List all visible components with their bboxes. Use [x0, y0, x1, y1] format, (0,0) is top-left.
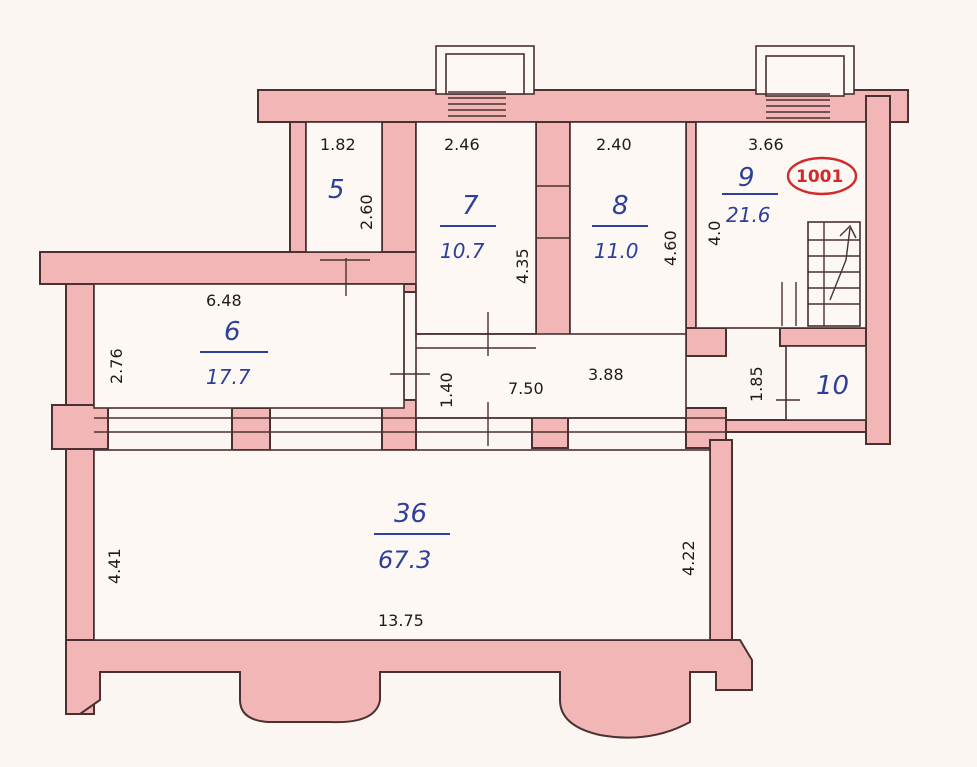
room-10-number: 10 [816, 371, 849, 401]
dim-corridor-width: 7.50 [508, 379, 544, 398]
room-labels: 5 7 10.7 8 11.0 9 21.6 10 6 17.7 36 67.3 [200, 163, 849, 574]
dim-r5-height: 2.60 [357, 194, 376, 230]
room-6 [93, 283, 405, 409]
dim-r36-right: 4.22 [679, 540, 698, 576]
dim-r8-bottom: 3.88 [588, 365, 624, 384]
dim-r10-height: 1.85 [747, 366, 766, 402]
dim-r5-width: 1.82 [320, 135, 356, 154]
corridor [415, 333, 687, 419]
dim-corridor-height: 1.40 [437, 372, 456, 408]
partitions [94, 185, 866, 446]
walls [39, 89, 909, 739]
dim-r7-width: 2.46 [444, 135, 480, 154]
room-6-area: 17.7 [206, 365, 251, 389]
room-10 [785, 345, 867, 421]
room-8-area: 11.0 [594, 239, 639, 263]
staircase [781, 221, 861, 327]
rooms [93, 121, 867, 641]
dim-r9-height: 4.0 [705, 221, 724, 246]
dim-r36-width: 13.75 [378, 611, 424, 630]
room-6-number: 6 [224, 317, 241, 347]
room-7-number: 7 [462, 191, 479, 221]
dimensions: 1.82 2.60 2.46 4.35 2.40 4.60 3.88 3.66 … [105, 135, 784, 630]
dim-r6-width: 6.48 [206, 291, 242, 310]
room-8-number: 8 [612, 191, 629, 221]
room-5 [305, 121, 383, 253]
dim-r6-height: 2.76 [107, 348, 126, 384]
plan-number: 1001 [796, 167, 843, 187]
room-9-number: 9 [738, 163, 755, 193]
entrance-left [435, 45, 535, 117]
room-36-number: 36 [394, 499, 427, 529]
room-7-area: 10.7 [440, 239, 485, 263]
plan-number-stamp: 1001 [786, 156, 858, 196]
room-5-number: 5 [328, 175, 345, 205]
dim-r7-height: 4.35 [513, 248, 532, 284]
dim-r36-left: 4.41 [105, 548, 124, 584]
dim-r8-width: 2.40 [596, 135, 632, 154]
room-36-area: 67.3 [378, 546, 431, 574]
room-36 [93, 449, 711, 641]
dim-r8-height: 4.60 [661, 230, 680, 266]
room-7 [415, 121, 537, 335]
dim-r9-width: 3.66 [748, 135, 784, 154]
entrance-right [755, 45, 855, 119]
room-9-area: 21.6 [726, 203, 771, 227]
